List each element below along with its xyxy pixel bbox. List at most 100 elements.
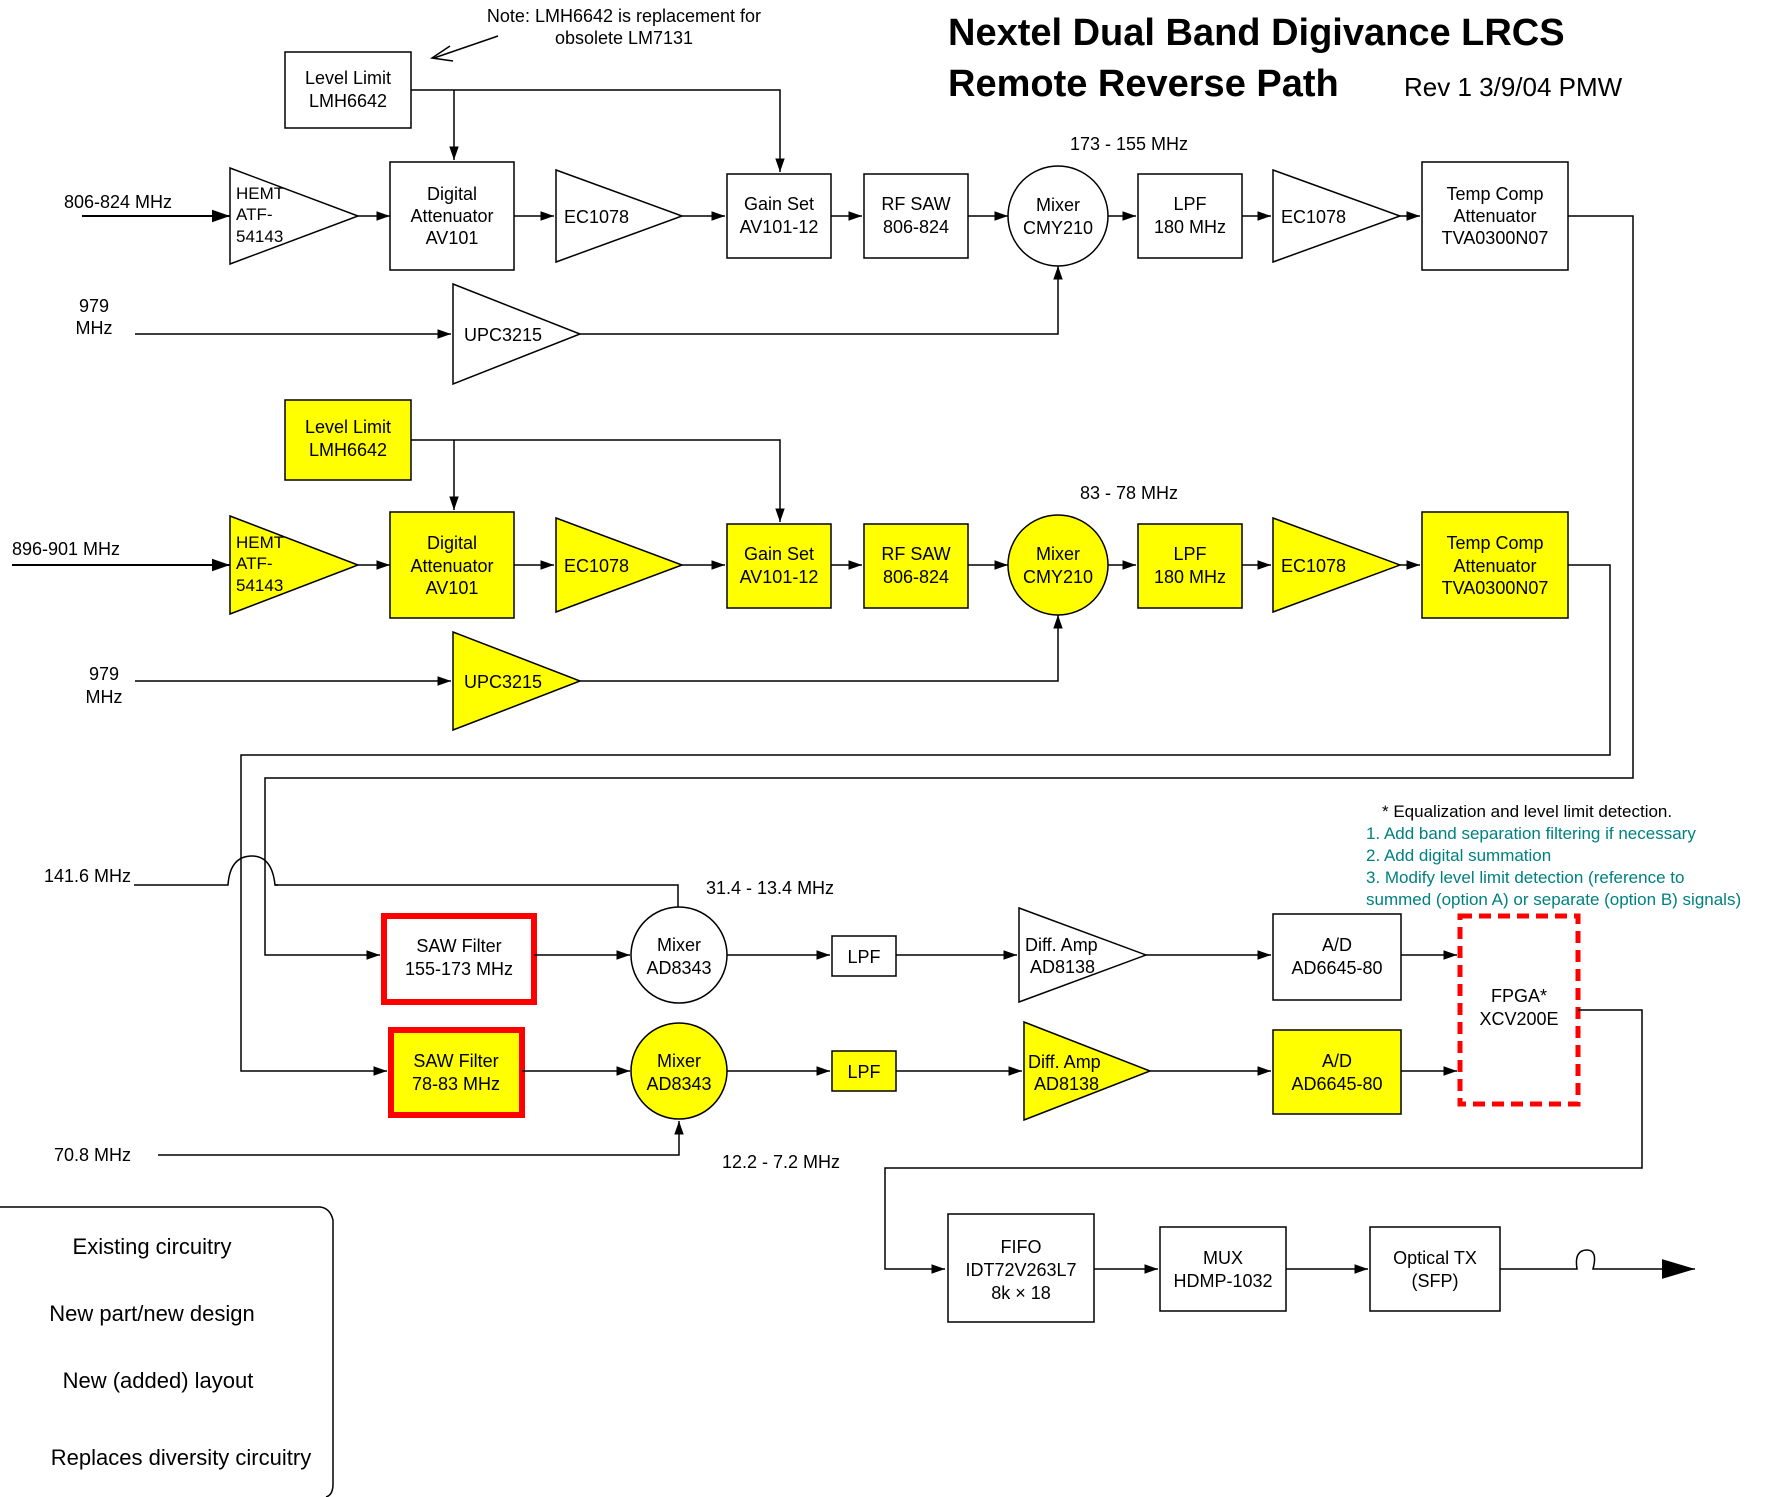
diff-amp2 [1023, 1020, 1153, 1122]
fifo-l2: IDT72V263L7 [965, 1260, 1076, 1280]
band2-rfsaw-l1: RF SAW [881, 544, 950, 564]
legend-new-layout: New (added) layout [63, 1368, 254, 1393]
band2-lo-freq-l2: MHz [86, 687, 123, 707]
band1-rfsaw-l2: 806-824 [883, 217, 949, 237]
diff-amp1-l2: AD8138 [1030, 957, 1095, 977]
revision-label: Rev 1 3/9/04 PMW [1404, 72, 1623, 102]
band1-amp2-label: EC1078 [1281, 207, 1346, 227]
band2-hemt-l3: 54143 [236, 576, 283, 595]
band1-lo-freq-l1: 979 [79, 296, 109, 316]
band2-input-label: 896-901 MHz [12, 539, 120, 559]
band2-amp1-label: EC1078 [564, 556, 629, 576]
adc1-l1: A/D [1322, 935, 1352, 955]
adc1 [1272, 913, 1402, 1001]
title-line2: Remote Reverse Path [948, 63, 1339, 105]
band2-if-freq: 83 - 78 MHz [1080, 483, 1178, 503]
replacement-note: Note: LMH6642 is replacement for obsolet… [429, 6, 761, 62]
fifo-l3: 8k × 18 [991, 1283, 1051, 1303]
if-lpf1-label: LPF [847, 947, 880, 967]
band2-gainset-l2: AV101-12 [740, 567, 819, 587]
band1-level-limit-l2: LMH6642 [309, 91, 387, 111]
band2-gain-set [726, 523, 832, 609]
band2-level-limit-l1: Level Limit [305, 417, 391, 437]
band2-mixer-l2: CMY210 [1023, 567, 1093, 587]
diff-amp2-l2: AD8138 [1034, 1074, 1099, 1094]
saw1-l2: 155-173 MHz [405, 959, 513, 979]
band1-lpf [1137, 173, 1243, 259]
band2-lo-freq-l1: 979 [89, 664, 119, 684]
band2-atten-l2: Attenuator [410, 556, 493, 576]
band2-tempcomp-l2: Attenuator [1453, 556, 1536, 576]
band2-lo-amp-label: UPC3215 [464, 672, 542, 692]
band2-rf-saw [863, 523, 969, 609]
adc2-l2: AD6645-80 [1291, 1074, 1382, 1094]
mux-block [1159, 1226, 1287, 1312]
fiber-output [1500, 1249, 1695, 1279]
band1-level-limit [284, 51, 412, 129]
fpga-note-2: 2. Add digital summation [1366, 846, 1551, 865]
fpga-note-1: 1. Add band separation filtering if nece… [1366, 824, 1696, 843]
adc2 [1272, 1029, 1402, 1115]
band2-lpf [1137, 523, 1243, 609]
band2-level-limit-l2: LMH6642 [309, 440, 387, 460]
if1-freq-label: 31.4 - 13.4 MHz [706, 878, 834, 898]
band2-tempcomp-l3: TVA0300N07 [1442, 578, 1549, 598]
fpga-note-4: summed (option A) or separate (option B)… [1366, 890, 1741, 909]
if-mixer1-l1: Mixer [657, 935, 701, 955]
band1-hemt-amp [229, 166, 361, 266]
band2-ec1078-amp2 [1272, 516, 1403, 614]
band1-atten-l1: Digital [427, 184, 477, 204]
band2-rfsaw-l2: 806-824 [883, 567, 949, 587]
saw1-l1: SAW Filter [416, 936, 501, 956]
band2-chain: 896-901 MHz Level Limit LMH6642 HEMT ATF… [12, 399, 1569, 732]
band1-lo-freq-l2: MHz [76, 318, 113, 338]
band1-lo-amp-label: UPC3215 [464, 325, 542, 345]
saw2-l2: 78-83 MHz [412, 1074, 500, 1094]
legend-replaces: Replaces diversity circuitry [51, 1445, 311, 1470]
band1-hemt-l3: 54143 [236, 227, 283, 246]
if-mixer1 [630, 906, 728, 1004]
optical-tx-block [1369, 1226, 1501, 1312]
band1-temp-comp-attenuator [1421, 161, 1569, 271]
band1-hemt-l1: HEMT [236, 184, 284, 203]
diff-amp1 [1018, 906, 1149, 1004]
band2-atten-l1: Digital [427, 533, 477, 553]
if-mixer2-l1: Mixer [657, 1051, 701, 1071]
band1-ec1078-amp2 [1272, 168, 1403, 264]
band1-mixer-l2: CMY210 [1023, 218, 1093, 238]
if-mixer2 [630, 1022, 728, 1120]
output-chain: FIFO IDT72V263L7 8k × 18 MUX HDMP-1032 O… [884, 1009, 1695, 1323]
title-line1: Nextel Dual Band Digivance LRCS [948, 12, 1565, 54]
fifo-l1: FIFO [1001, 1237, 1042, 1257]
band2-mixer-l1: Mixer [1036, 544, 1080, 564]
mux-l2: HDMP-1032 [1173, 1271, 1272, 1291]
if-lpf1 [831, 935, 897, 977]
lo1-label: 141.6 MHz [44, 866, 131, 886]
band2-gainset-l1: Gain Set [744, 544, 814, 564]
band1-tempcomp-l2: Attenuator [1453, 206, 1536, 226]
optical-l1: Optical TX [1393, 1248, 1477, 1268]
fpga-l1: FPGA* [1491, 986, 1547, 1006]
legend-existing: Existing circuitry [73, 1234, 232, 1259]
band1-level-limit-l1: Level Limit [305, 68, 391, 88]
title-block: Nextel Dual Band Digivance LRCS Remote R… [948, 12, 1623, 105]
if-mixer2-l2: AD8343 [646, 1074, 711, 1094]
band2-temp-comp-attenuator [1421, 511, 1569, 619]
saw-filter-155-173 [381, 913, 537, 1005]
band1-gain-set [726, 173, 832, 259]
band1-upc3215-amp [452, 282, 583, 386]
saw-filter-78-83 [388, 1027, 525, 1118]
fpga-l2: XCV200E [1479, 1009, 1558, 1029]
saw2-l1: SAW Filter [413, 1051, 498, 1071]
band1-ec1078-amp1 [555, 168, 685, 264]
band1-atten-l3: AV101 [426, 228, 479, 248]
if-mixer1-l2: AD8343 [646, 958, 711, 978]
band2-ec1078-amp1 [555, 516, 685, 614]
band1-mixer-l1: Mixer [1036, 195, 1080, 215]
legend-frame [0, 1206, 334, 1497]
band1-hemt-l2: ATF- [236, 205, 273, 224]
band2-atten-l3: AV101 [426, 578, 479, 598]
band1-lpf-l1: LPF [1173, 194, 1206, 214]
band1-mixer [1007, 165, 1109, 267]
